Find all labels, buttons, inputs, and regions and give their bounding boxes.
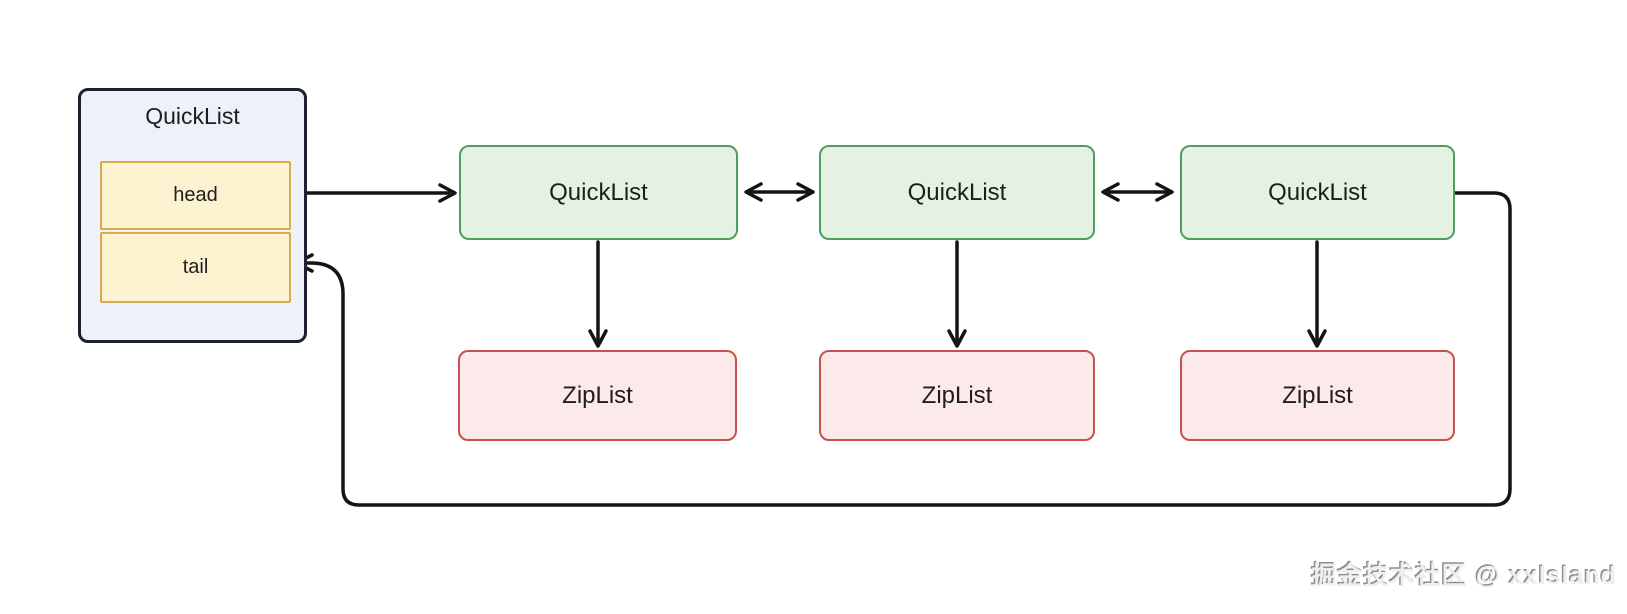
head-arrow-head-icon (438, 183, 457, 203)
quicklist-container: QuickList head tail (78, 88, 307, 343)
watermark: 掘金技术社区 @ xxlsland (1311, 562, 1617, 590)
tail-field: tail (100, 232, 291, 303)
head-field: head (100, 161, 291, 230)
quicklist-container-title: QuickList (145, 103, 240, 129)
bidirectional-arrow-2-right-head-icon (1155, 182, 1174, 202)
down-arrow-2-head-icon (947, 329, 967, 348)
bidirectional-arrow-2-left-head-icon (1101, 182, 1120, 202)
down-arrow-3-head-icon (1307, 329, 1327, 348)
ziplist-node-3: ZipList (1180, 350, 1455, 441)
quicklist-node-2: QuickList (819, 145, 1095, 240)
down-arrow-1-head-icon (588, 329, 608, 348)
ziplist-node-2: ZipList (819, 350, 1095, 441)
bidirectional-arrow-1-right-head-icon (796, 182, 815, 202)
quicklist-node-3: QuickList (1180, 145, 1455, 240)
quicklist-node-1: QuickList (459, 145, 738, 240)
ziplist-node-1: ZipList (458, 350, 737, 441)
bidirectional-arrow-1-left-head-icon (744, 182, 763, 202)
